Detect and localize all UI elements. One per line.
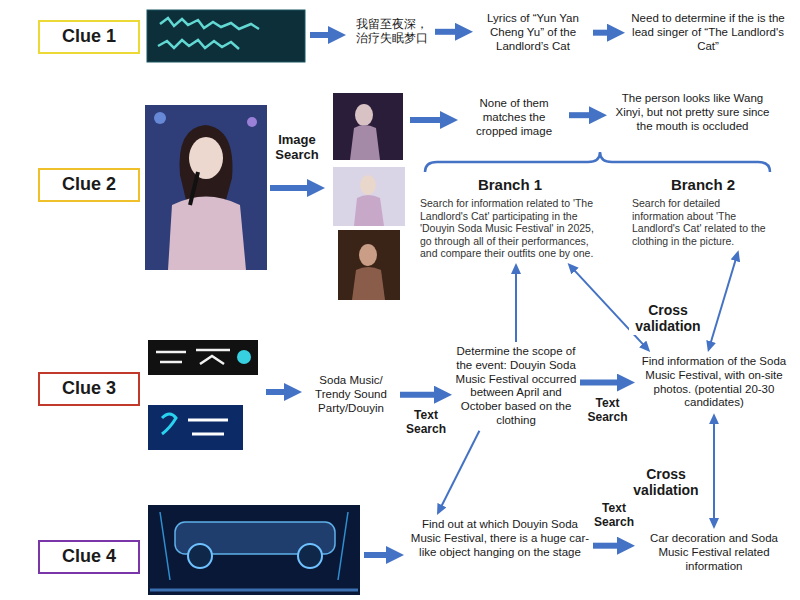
clue-title: Clue 3 [46, 378, 132, 400]
branch-heading: Branch 1 [420, 176, 600, 194]
flow-arrow [713, 420, 715, 522]
step-text-node: Soda Music/ Trendy Sound Party/Douyin [305, 374, 397, 415]
edge-label: Cross validation [629, 301, 707, 335]
clue-box: Clue 2 [38, 168, 140, 202]
flow-arrow [435, 29, 463, 35]
flow-arrow [515, 270, 517, 342]
step-text-node: Determine the scope of the event: Douyin… [455, 345, 577, 428]
clue-box: Clue 3 [38, 372, 140, 406]
stage-photo [148, 505, 360, 595]
flow-arrow [569, 112, 597, 118]
thumbnail [333, 167, 405, 226]
search-thumbnails [333, 93, 405, 300]
logo-ground [148, 340, 258, 375]
screenshot-ground [147, 10, 305, 62]
figure [354, 195, 384, 226]
logo-mark [156, 350, 230, 364]
figure [360, 175, 376, 195]
flow-arrow [310, 32, 336, 38]
branch-text: Search for detailed information about 'T… [632, 197, 774, 247]
stage-floor [150, 589, 358, 592]
step-text: Car decoration and Soda Music Festival r… [638, 532, 790, 573]
edge-label: Text Search [401, 408, 451, 438]
edge-label: Text Search [589, 501, 639, 531]
step-text: Determine the scope of the event: Douyin… [455, 345, 577, 428]
figure [352, 267, 385, 300]
logo-mark [162, 414, 176, 434]
stage-light-beam [160, 512, 348, 580]
step-text: The person looks like Wang Xinyi, but no… [610, 92, 775, 133]
clue-title: Clue 2 [46, 174, 132, 196]
lyrics-screenshot [147, 10, 305, 62]
microphone [190, 172, 198, 205]
flow-arrow [270, 185, 315, 191]
clue-box: Clue 1 [38, 20, 140, 54]
step-text-node: Car decoration and Soda Music Festival r… [638, 532, 790, 573]
edge-label: Text Search [583, 396, 633, 426]
step-text: Find information of the Soda Music Festi… [638, 355, 790, 410]
branch-text: Search for information related to 'The L… [420, 197, 600, 260]
step-text: None of them matches the cropped image [462, 97, 566, 138]
branch-node: Branch 2 Search for detailed information … [632, 176, 774, 247]
thumbnail [338, 230, 400, 300]
thumbnail [333, 93, 403, 160]
photo-ground [145, 105, 267, 270]
glow-stroke [160, 18, 259, 29]
flow-arrow [266, 389, 292, 395]
step-text: Soda Music/ Trendy Sound Party/Douyin [305, 374, 397, 415]
flow-arrow [580, 380, 625, 386]
grouping-brace [425, 152, 770, 172]
edge-label: Cross validation [630, 465, 702, 499]
branch-node: Branch 1 Search for information related t… [420, 176, 600, 260]
step-text-node: The person looks like Wang Xinyi, but no… [610, 92, 775, 133]
clue-title: Clue 1 [46, 26, 132, 48]
step-text: Lyrics of “Yun Yan Cheng Yu” of the Land… [476, 12, 590, 53]
logo-mark [237, 350, 251, 364]
flow-arrow [410, 117, 448, 123]
car-wheel [298, 544, 322, 568]
step-text-node: 我留至夜深， 治疗失眠梦口 [352, 18, 432, 46]
clue-title: Clue 4 [46, 546, 132, 568]
hair [180, 125, 233, 200]
stage-light [154, 112, 166, 124]
branch-heading: Branch 2 [632, 176, 774, 194]
stage-light [247, 117, 257, 127]
figure [350, 125, 380, 160]
screenshot-frame [147, 10, 305, 62]
step-text-node: None of them matches the cropped image [462, 97, 566, 138]
step-text-node: Find information of the Soda Music Festi… [638, 355, 790, 410]
step-text-node: Find out at which Douyin Soda Music Fest… [410, 518, 590, 559]
photo-ground [148, 505, 360, 595]
face [189, 137, 223, 179]
glow-stroke [158, 40, 239, 49]
step-text: Find out at which Douyin Soda Music Fest… [410, 518, 590, 559]
logo-ground [148, 405, 243, 450]
logo-mark [188, 420, 228, 434]
method-label: Image Search [270, 132, 324, 164]
flow-arrow [593, 543, 625, 549]
step-text-node: Need to determine if the is the lead sin… [628, 12, 788, 53]
flow-arrow [440, 431, 479, 509]
flow-arrow [400, 392, 442, 398]
clue-box: Clue 4 [38, 540, 140, 574]
step-text-node: Lyrics of “Yun Yan Cheng Yu” of the Land… [476, 12, 590, 53]
flow-arrow [364, 552, 394, 558]
step-text: Need to determine if the is the lead sin… [628, 12, 788, 53]
singer-photo [145, 105, 267, 270]
car-wheel [188, 544, 212, 568]
flow-arrow [593, 30, 615, 36]
figure [355, 104, 373, 126]
dress [168, 197, 246, 271]
event-logos [148, 340, 258, 450]
flow-arrow [710, 257, 737, 345]
step-text: 我留至夜深， 治疗失眠梦口 [352, 18, 432, 46]
figure [359, 244, 377, 266]
